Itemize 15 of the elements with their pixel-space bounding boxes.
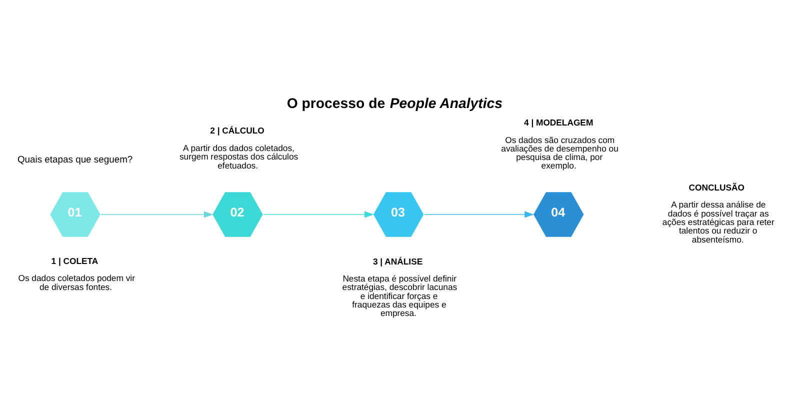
node-label: Nesta etapa é possível definir estratégias, descobrir lacunas e identificar forças e fraquezas das equipes e empresa. [342, 273, 458, 318]
node-label: A partir dos dados coletados, surgem respostas dos cálculos efetuados. [179, 142, 298, 170]
diagram-title: O processo de People Analytics [286, 94, 503, 110]
arrow [424, 210, 534, 218]
node-label: 1 | COLETA [51, 255, 98, 266]
arrow [100, 210, 214, 218]
label: Quais etapas que seguem? [17, 153, 133, 164]
label: CONCLUSÃO [688, 182, 744, 192]
node-label: 3 | ANÁLISE [372, 256, 423, 266]
node-label: 2 | CÁLCULO [210, 125, 264, 136]
node-label: Os dados coletados podem vir de diversas fontes. [18, 272, 135, 292]
node-label: 4 | MODELAGEM [524, 116, 594, 127]
label: A partir dessa análise de dados é possível traçar as ações estratégicas para reter talentos ou reduzir o absenteísmo. [662, 199, 774, 244]
arrow [262, 210, 374, 218]
node-label: Os dados são cruzados com avaliações de desempenho ou pesquisa de clima, por exemplo. [501, 134, 618, 170]
